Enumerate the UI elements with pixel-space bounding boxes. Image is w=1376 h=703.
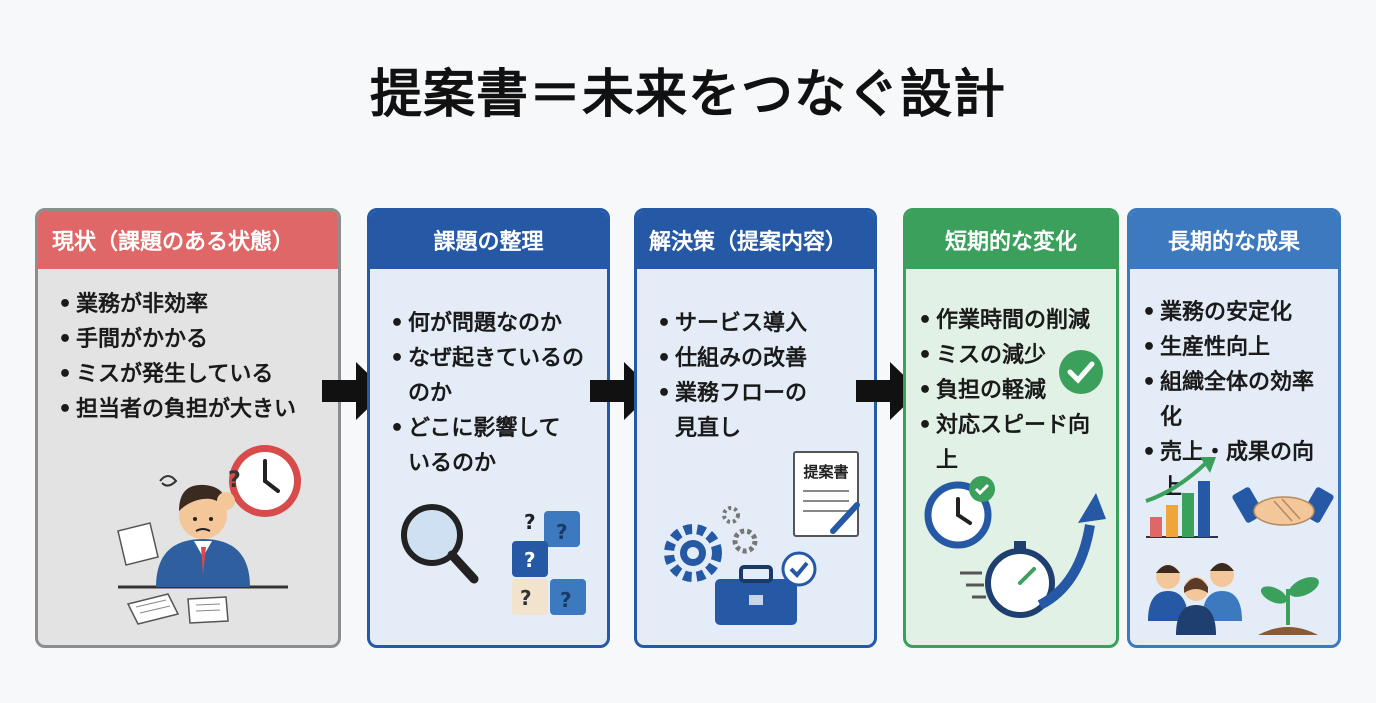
card-header: 解決策（提案内容） bbox=[637, 211, 874, 269]
list-item: 組織全体の効率化 bbox=[1140, 365, 1328, 435]
list-item: 作業時間の削減 bbox=[916, 303, 1106, 338]
handshake-icon bbox=[1232, 487, 1334, 526]
svg-text:?: ? bbox=[524, 510, 536, 534]
list-item-line: 何が問題なのか bbox=[408, 311, 563, 336]
list-item: 業務が非効率 bbox=[56, 287, 328, 322]
svg-text:?: ? bbox=[560, 588, 572, 612]
proposal-document: 提案書 bbox=[793, 451, 859, 537]
toolbox-icon bbox=[715, 565, 797, 625]
bullet-list: 作業時間の削減 ミスの減少 負担の軽減 対応スピード向上 bbox=[916, 303, 1106, 478]
page-title: 提案書＝未来をつなぐ設計 bbox=[369, 65, 1006, 125]
list-item: 生産性向上 bbox=[1140, 330, 1328, 365]
svg-text:?: ? bbox=[556, 520, 568, 544]
stressed-worker-illustration: ? bbox=[117, 445, 301, 625]
bar-chart-icon bbox=[1145, 457, 1218, 538]
puzzle-icon: ? ? ? ? ? bbox=[512, 510, 586, 615]
list-item: 何が問題なのか bbox=[388, 306, 597, 341]
card-header-text: 長期的な成果 bbox=[1167, 230, 1300, 255]
list-item-line: どこに影響して bbox=[408, 416, 561, 441]
list-item: 仕組みの改善 bbox=[655, 341, 864, 376]
growth-arrow-icon bbox=[1037, 493, 1106, 610]
results-illustration bbox=[1145, 457, 1334, 635]
list-item-line: なぜ起きているの bbox=[408, 346, 585, 371]
card-current-state: 現状（課題のある状態） 業務が非効率 手間がかかる ミスが発生している 担当者の… bbox=[35, 208, 341, 648]
magnifier-icon bbox=[401, 504, 479, 584]
clock-icon bbox=[229, 445, 301, 517]
list-item-line: いるのか bbox=[408, 451, 497, 476]
card-header-text: 課題の整理 bbox=[433, 230, 544, 255]
list-item: 業務の安定化 bbox=[1140, 295, 1328, 330]
list-item: 手間がかかる bbox=[56, 322, 328, 357]
check-icon bbox=[781, 551, 817, 587]
list-item: 担当者の負担が大きい bbox=[56, 392, 328, 427]
list-item: サービス導入 bbox=[655, 306, 864, 341]
card-header: 短期的な変化 bbox=[906, 211, 1116, 269]
analysis-illustration: ? ? ? ? ? bbox=[401, 504, 586, 615]
svg-text:?: ? bbox=[524, 548, 536, 572]
proposal-document-label: 提案書 bbox=[803, 463, 849, 481]
card-header: 現状（課題のある状態） bbox=[38, 211, 338, 269]
card-header-text: 短期的な変化 bbox=[944, 230, 1077, 255]
tools-illustration bbox=[664, 502, 860, 625]
clock-check-icon bbox=[924, 476, 995, 549]
svg-text:?: ? bbox=[520, 586, 532, 610]
team-people-icon bbox=[1148, 563, 1242, 635]
speed-illustration bbox=[924, 476, 1106, 618]
stopwatch-icon bbox=[960, 541, 1055, 618]
card-long-term-results: 長期的な成果 業務の安定化 生産性向上 組織全体の効率化 売上・成果の向上 bbox=[1127, 208, 1341, 648]
list-item: 対応スピード向上 bbox=[916, 408, 1106, 478]
svg-text:?: ? bbox=[228, 468, 241, 493]
bullet-list: 業務が非効率 手間がかかる ミスが発生している 担当者の負担が大きい bbox=[56, 287, 328, 427]
list-item-line: のか bbox=[408, 381, 453, 406]
card-header-text: 解決策（提案内容） bbox=[649, 230, 848, 255]
card-header: 長期的な成果 bbox=[1130, 211, 1338, 269]
list-item-line: サービス導入 bbox=[675, 311, 808, 336]
gear-icon bbox=[664, 506, 758, 582]
list-item-line: 仕組みの改善 bbox=[675, 346, 808, 371]
list-item: ミスが発生している bbox=[56, 357, 328, 392]
card-header-text: 現状（課題のある状態） bbox=[52, 230, 295, 255]
list-item-line: 業務フローの bbox=[675, 381, 808, 406]
success-check-icon bbox=[1059, 350, 1103, 394]
pen-icon bbox=[830, 502, 860, 534]
sprout-icon bbox=[1258, 577, 1319, 635]
list-item: 負担の軽減 bbox=[916, 373, 1106, 408]
list-item: ミスの減少 bbox=[916, 338, 1106, 373]
list-item-line: 見直し bbox=[675, 416, 742, 441]
card-short-term-change: 短期的な変化 作業時間の削減 ミスの減少 負担の軽減 対応スピード向上 bbox=[903, 208, 1119, 648]
bullet-list: 業務の安定化 生産性向上 組織全体の効率化 売上・成果の向上 bbox=[1140, 295, 1328, 505]
card-header: 課題の整理 bbox=[370, 211, 607, 269]
